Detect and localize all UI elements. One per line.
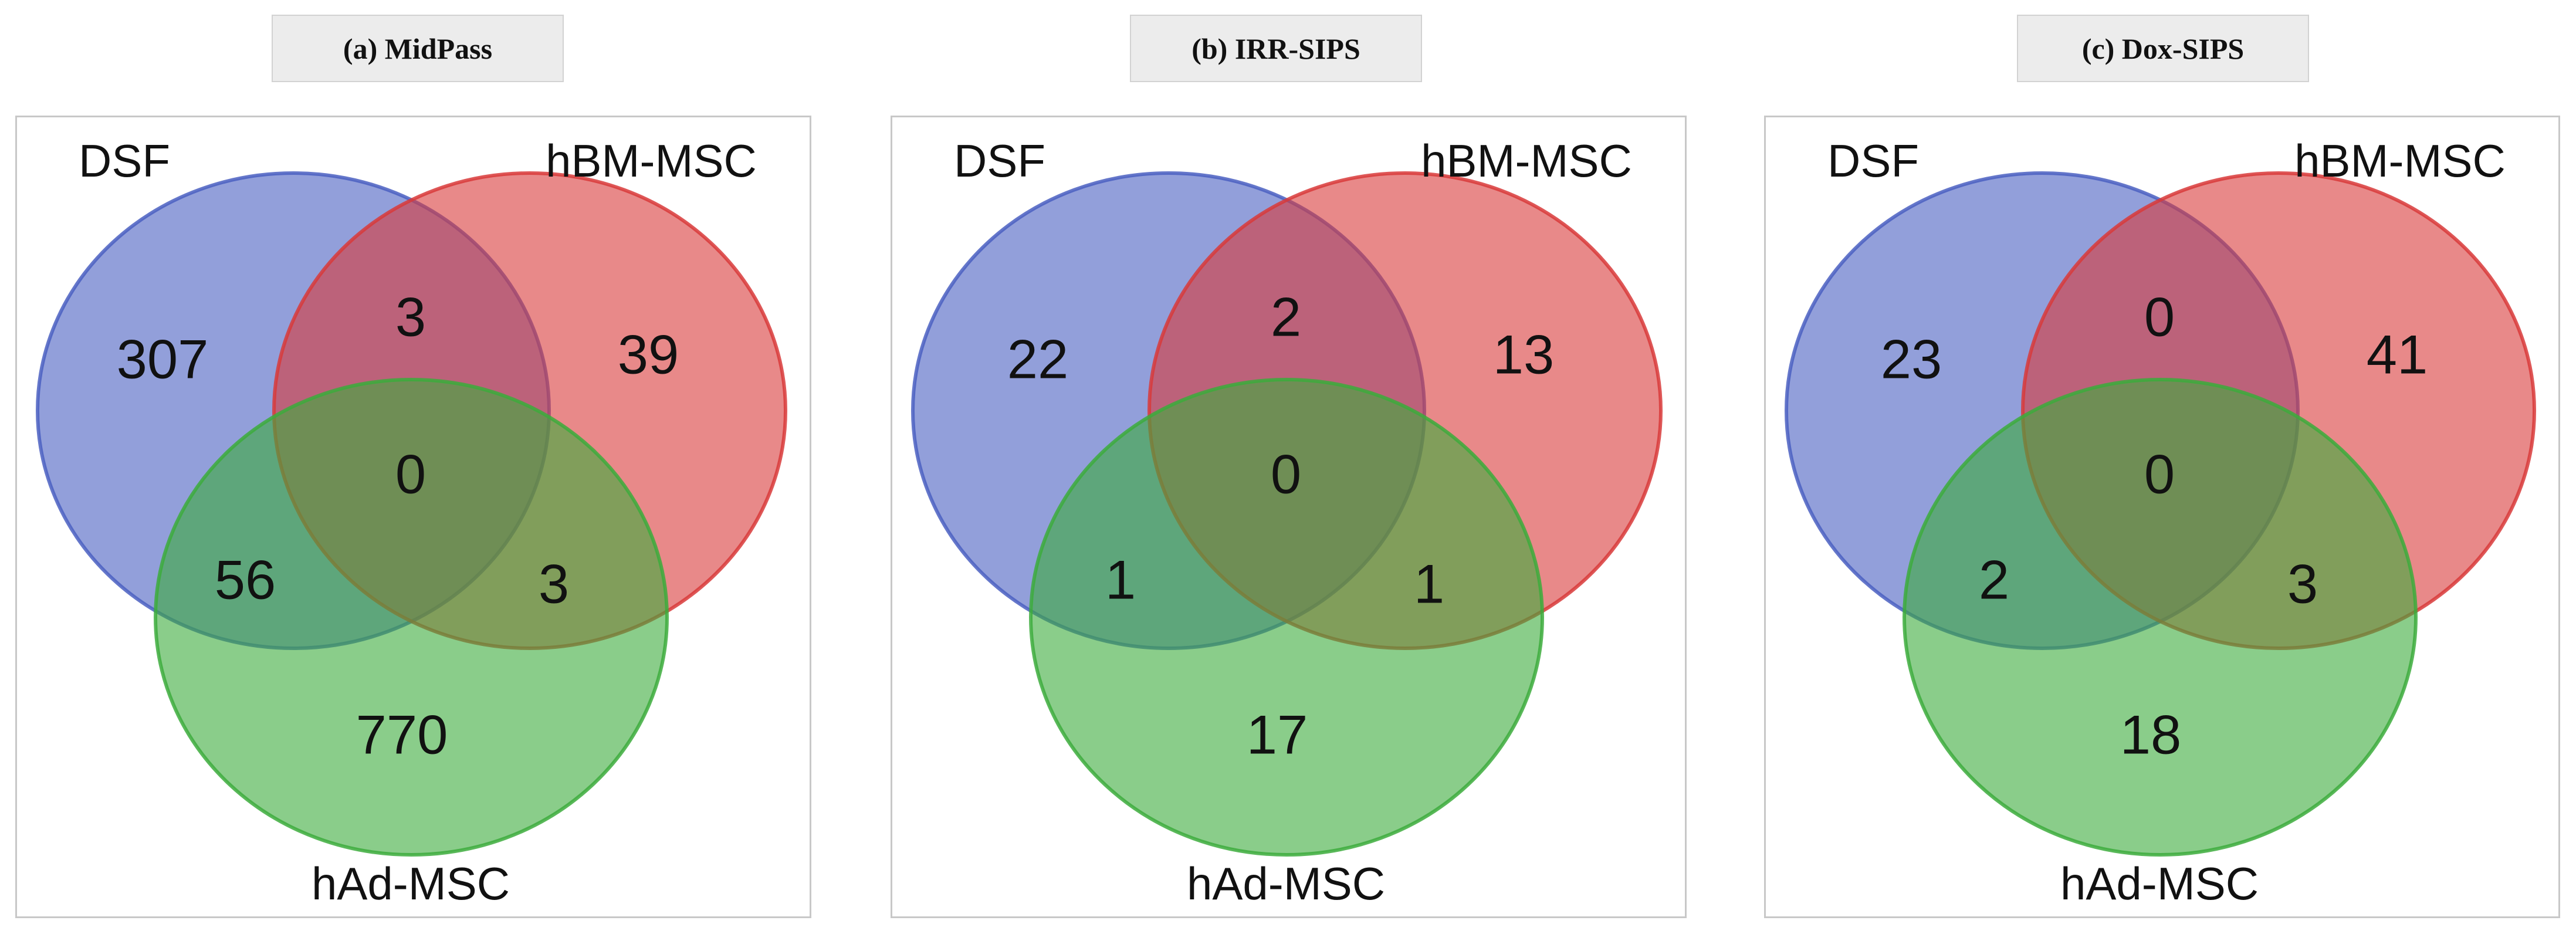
set-label-hBM-MSC: hBM-MSC (546, 135, 757, 187)
set-label-hBM-MSC: hBM-MSC (1421, 135, 1632, 187)
region-count-hBM-MSC_hAd-MSC: 3 (2287, 553, 2318, 615)
panel-title-c: (c) Dox-SIPS (2017, 15, 2309, 82)
set-label-DSF: DSF (1827, 135, 1919, 187)
region-count-DSF_hAd-MSC: 1 (1105, 549, 1136, 611)
set-label-hAd-MSC: hAd-MSC (312, 858, 510, 909)
region-count-all_three: 0 (2144, 444, 2175, 505)
region-count-hBM-MSC_hAd-MSC: 3 (539, 553, 569, 615)
region-count-DSF_hAd-MSC: 2 (1979, 549, 2009, 611)
region-count-hBM-MSC_hAd-MSC: 1 (1414, 553, 1444, 615)
region-count-hAd-MSC_only: 17 (1247, 704, 1308, 766)
region-count-DSF_hBM-MSC: 2 (1271, 286, 1301, 348)
set-label-DSF: DSF (79, 135, 170, 187)
region-count-DSF_hBM-MSC: 0 (2144, 286, 2175, 348)
region-count-DSF_only: 23 (1881, 329, 1942, 390)
panel-title-a: (a) MidPass (272, 15, 564, 82)
region-count-DSF_hAd-MSC: 56 (215, 549, 276, 611)
region-count-hAd-MSC_only: 18 (2120, 704, 2182, 766)
region-count-hBM-MSC_only: 41 (2367, 324, 2428, 385)
venn-circle-hAd-MSC (1029, 378, 1544, 857)
region-count-all_three: 0 (395, 444, 426, 505)
set-label-hAd-MSC: hAd-MSC (2060, 858, 2259, 909)
region-count-hAd-MSC_only: 770 (356, 704, 448, 766)
set-label-hBM-MSC: hBM-MSC (2294, 135, 2506, 187)
region-count-hBM-MSC_only: 39 (618, 324, 679, 385)
set-label-hAd-MSC: hAd-MSC (1187, 858, 1385, 909)
region-count-all_three: 0 (1271, 444, 1301, 505)
region-count-DSF_only: 307 (117, 329, 209, 390)
panel-title-b: (b) IRR-SIPS (1130, 15, 1422, 82)
region-count-hBM-MSC_only: 13 (1493, 324, 1555, 385)
venn-circle-hAd-MSC (1903, 378, 2418, 857)
region-count-DSF_hBM-MSC: 3 (395, 286, 426, 348)
venn-panel-0: DSF hBM-MSC hAd-MSC 307 39 770 3 56 3 0 (36, 135, 787, 909)
venn-circle-hAd-MSC (154, 378, 669, 857)
region-count-DSF_only: 22 (1007, 329, 1069, 390)
set-label-DSF: DSF (954, 135, 1045, 187)
